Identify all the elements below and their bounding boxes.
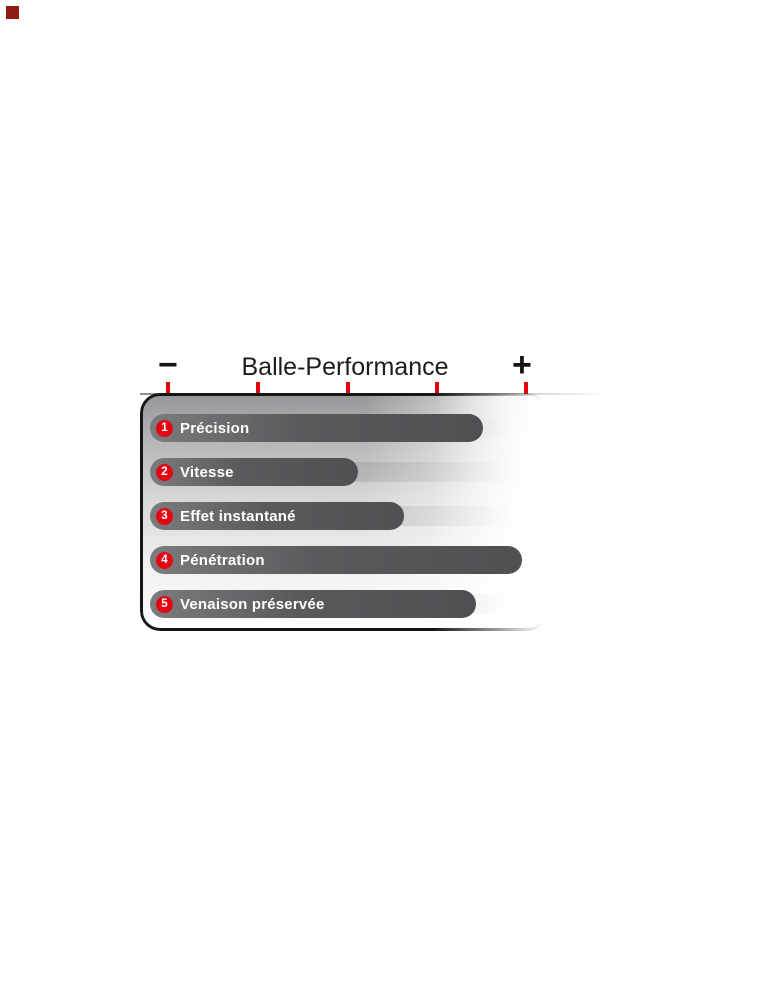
performance-chart: − Balle-Performance + 1 Précision 2 Vite…: [140, 345, 640, 645]
bar-label: Pénétration: [180, 551, 265, 569]
chart-title: Balle-Performance: [241, 353, 449, 381]
chart-header: − Balle-Performance +: [140, 345, 640, 391]
axis-tick: [256, 382, 260, 394]
bar-rows: 1 Précision 2 Vitesse 3 Effet instantané: [150, 393, 548, 634]
rank-badge: 5: [156, 595, 173, 613]
bar-row: 4 Pénétration: [150, 546, 548, 574]
axis-tick: [166, 382, 170, 394]
bar: 3 Effet instantané: [150, 502, 405, 530]
rank-badge: 3: [156, 507, 173, 525]
bar-row: 3 Effet instantané: [150, 502, 548, 530]
rank-badge: 2: [156, 463, 173, 481]
bar-label: Effet instantané: [180, 507, 296, 525]
bar: 5 Venaison préservée: [150, 590, 476, 618]
bar-label: Venaison préservée: [180, 595, 325, 613]
bar: 4 Pénétration: [150, 546, 523, 574]
bar-label: Vitesse: [180, 463, 234, 481]
axis-tick: [346, 382, 350, 394]
scale-minus-label: −: [158, 346, 178, 384]
bar-label: Précision: [180, 419, 250, 437]
bar: 2 Vitesse: [150, 458, 358, 486]
scale-plus-label: +: [512, 346, 532, 384]
axis-tick: [435, 382, 439, 394]
chart-panel: 1 Précision 2 Vitesse 3 Effet instantané: [140, 393, 548, 631]
bar-row: 5 Venaison préservée: [150, 590, 548, 618]
axis-tick: [524, 382, 528, 394]
corner-mark: [6, 6, 19, 19]
bar-row: 1 Précision: [150, 414, 548, 442]
rank-badge: 4: [156, 551, 173, 569]
bar: 1 Précision: [150, 414, 484, 442]
rank-badge: 1: [156, 419, 173, 437]
bar-row: 2 Vitesse: [150, 458, 548, 486]
